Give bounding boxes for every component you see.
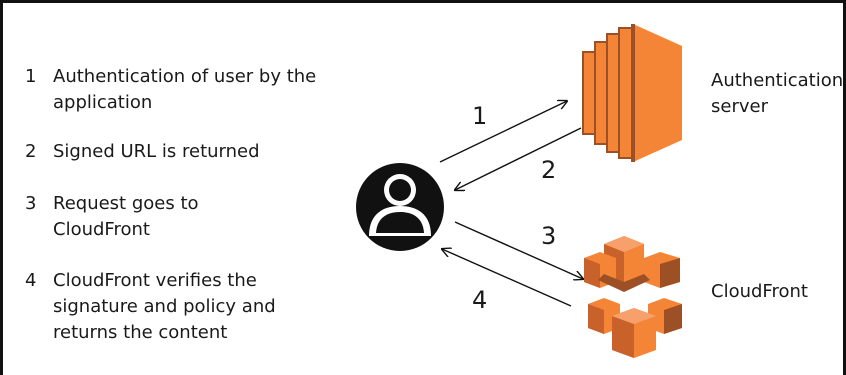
- step-text: Signed URL is returned: [53, 141, 260, 162]
- step-number: 3: [25, 193, 37, 214]
- arrow-4: [442, 249, 572, 307]
- arrow-2: [455, 127, 582, 190]
- step-4: 4 CloudFront verifies the signature and …: [25, 268, 287, 346]
- arrow-3-label: 3: [541, 222, 557, 250]
- step-number: 2: [25, 141, 37, 162]
- arrow-4-label: 4: [472, 286, 488, 314]
- arrow-3: [454, 221, 583, 279]
- step-text: Authentication of user by the applicatio…: [53, 66, 317, 113]
- arrow-1-label: 1: [472, 102, 488, 130]
- step-number: 4: [25, 270, 37, 291]
- auth-server-label-text: Authentication server: [711, 70, 844, 117]
- ec2-server-icon: [582, 24, 682, 162]
- arrow-2-label: 2: [541, 156, 557, 184]
- step-number: 1: [25, 66, 37, 87]
- step-1: 1 Authentication of user by the applicat…: [25, 64, 345, 116]
- step-2: 2 Signed URL is returned: [25, 139, 260, 165]
- auth-server-label: Authentication server: [711, 68, 846, 120]
- step-text: Request goes to CloudFront: [53, 193, 199, 240]
- arrow-1: [439, 101, 567, 163]
- step-text: CloudFront verifies the signature and po…: [53, 270, 276, 343]
- step-3: 3 Request goes to CloudFront: [25, 191, 225, 243]
- cloudfront-icon: [584, 236, 682, 358]
- cloudfront-label: CloudFront: [711, 281, 808, 302]
- user-icon: [356, 163, 444, 251]
